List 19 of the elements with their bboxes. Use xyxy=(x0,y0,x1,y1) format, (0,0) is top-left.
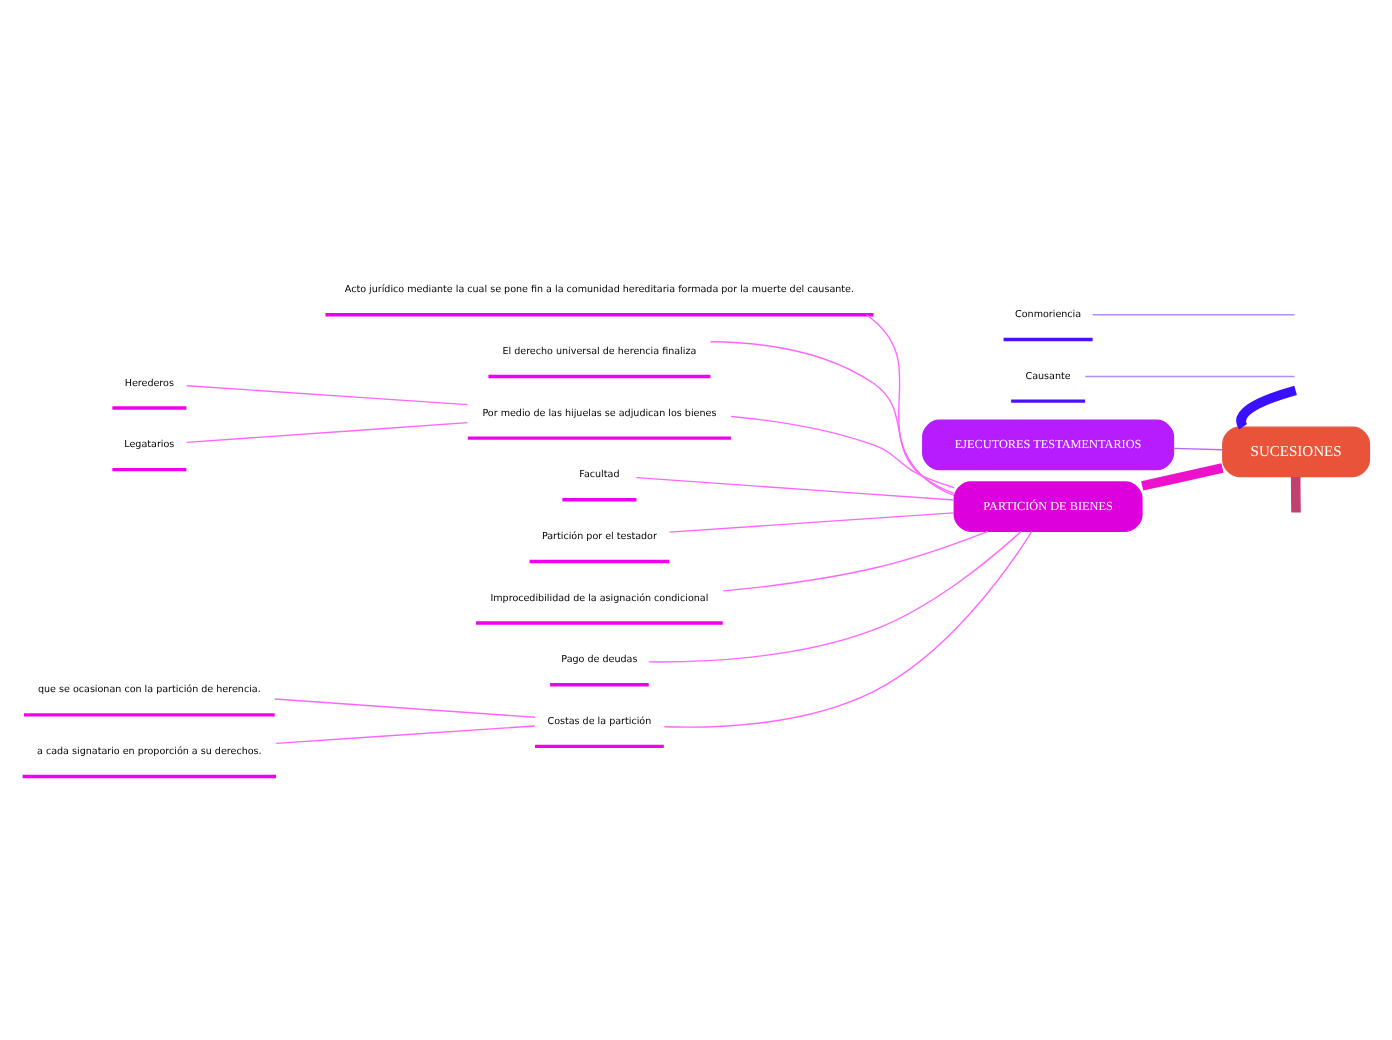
connector xyxy=(722,529,989,591)
connector xyxy=(274,697,536,717)
connector xyxy=(1092,313,1296,315)
connector xyxy=(186,420,469,443)
connector xyxy=(1172,446,1224,450)
connector xyxy=(1236,384,1297,428)
connector xyxy=(1141,462,1224,490)
connector xyxy=(866,313,955,496)
connector xyxy=(648,529,1022,662)
connector xyxy=(635,475,955,500)
connector xyxy=(275,724,536,744)
connector xyxy=(1084,374,1296,377)
connector xyxy=(1290,475,1301,512)
connector xyxy=(730,414,955,488)
node-box: SUCESIONES xyxy=(1222,425,1371,477)
connector xyxy=(709,340,955,494)
connector xyxy=(668,511,955,532)
connector xyxy=(663,529,1033,727)
connector xyxy=(186,384,469,405)
